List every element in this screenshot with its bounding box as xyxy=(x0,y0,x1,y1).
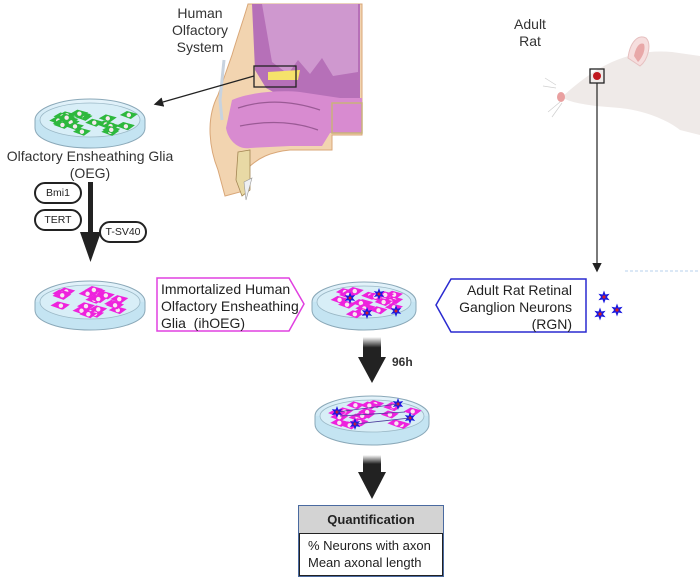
incubation-time-label: 96h xyxy=(392,355,413,369)
cell-nucleus xyxy=(383,292,388,298)
nose-to-oeg-arrow xyxy=(153,75,255,107)
cell-nucleus xyxy=(79,129,85,134)
analysis-arrow-head xyxy=(358,472,386,499)
cell-nucleus xyxy=(96,307,101,312)
final-petri-dish xyxy=(314,395,430,446)
label-line: Adult Rat Retinal xyxy=(466,282,572,298)
factor-tsv40-pill: T-SV40 xyxy=(99,221,147,243)
immortalization-arrow-head xyxy=(80,232,101,262)
cell-nucleus xyxy=(394,421,399,426)
cell-nucleus xyxy=(358,300,364,306)
title-line: Human xyxy=(177,5,223,21)
quantification-header: Quantification xyxy=(299,506,443,534)
cell-nucleus xyxy=(387,412,393,417)
cell-nucleus xyxy=(64,115,69,120)
metric-percent-neurons-with-axon: % Neurons with axon xyxy=(308,538,431,553)
cell-nucleus xyxy=(58,303,64,308)
incubation-arrow-shaft xyxy=(363,337,381,358)
axon-line xyxy=(354,417,411,425)
cell-nucleus xyxy=(117,296,122,302)
cell-nucleus xyxy=(60,293,65,298)
cell-nucleus xyxy=(60,122,65,128)
cell-nucleus xyxy=(337,297,342,303)
cell-nucleus xyxy=(126,112,132,118)
metric-mean-axonal-length: Mean axonal length xyxy=(308,555,422,570)
neuron-nucleus xyxy=(394,309,398,313)
label-line: Olfactory Ensheathing Glia xyxy=(6,148,174,164)
title-line: Adult xyxy=(514,16,546,32)
oeg-label: Olfactory Ensheathing Glia (OEG) xyxy=(0,148,180,182)
neuron-nucleus xyxy=(365,311,369,315)
label-line: Olfactory Ensheathing xyxy=(161,298,299,314)
immortalization-arrow-shaft xyxy=(88,182,93,232)
cell-nucleus xyxy=(376,308,381,313)
title-line: Olfactory xyxy=(171,22,228,38)
cell-nucleus xyxy=(352,312,358,317)
label-line: Immortalized Human xyxy=(161,281,291,297)
cell-nucleus xyxy=(367,403,372,408)
cell-nucleus xyxy=(83,303,89,309)
cell-nucleus xyxy=(352,288,357,294)
cell-nucleus xyxy=(85,291,90,296)
cell-nucleus xyxy=(112,303,118,308)
label-line: Ganglion Neurons xyxy=(459,299,572,315)
adult-rat-title: Adult Rat xyxy=(500,16,560,50)
rgn-label: Adult Rat Retinal Ganglion Neurons (RGN) xyxy=(452,282,572,333)
cell-nucleus xyxy=(410,409,415,414)
oeg-petri-dish xyxy=(34,98,146,149)
ihoeg-label: Immortalized Human Olfactory Ensheathing… xyxy=(161,281,301,332)
cell-nucleus xyxy=(86,312,91,317)
factor-tert-pill: TERT xyxy=(34,209,82,231)
ihoeg-petri-dish xyxy=(34,280,146,331)
axon-line xyxy=(336,403,399,413)
analysis-arrow-shaft xyxy=(363,455,381,473)
label-line: Glia (ihOEG) xyxy=(161,315,246,331)
neuron-nucleus xyxy=(598,312,602,316)
cell-nucleus xyxy=(103,293,109,298)
cell-nucleus xyxy=(91,287,97,293)
neuron-nucleus xyxy=(615,308,619,312)
neuron-nucleus xyxy=(602,295,606,299)
cell-nucleus xyxy=(77,111,82,116)
title-line: System xyxy=(176,39,224,55)
quantification-table: Quantification % Neurons with axon Mean … xyxy=(298,505,444,577)
cell-nucleus xyxy=(391,292,397,297)
axon-line xyxy=(339,411,406,417)
rat-eye xyxy=(593,72,601,80)
cell-nucleus xyxy=(109,127,114,133)
human-nasal-anatomy-illustration xyxy=(209,3,363,201)
factor-bmi1-pill: Bmi1 xyxy=(34,182,82,204)
cell-nucleus xyxy=(96,296,101,302)
cell-nucleus xyxy=(353,403,358,408)
cell-nucleus xyxy=(72,124,78,129)
cell-nucleus xyxy=(123,124,129,129)
cell-nucleus xyxy=(105,116,110,121)
quantification-body: % Neurons with axon Mean axonal length xyxy=(299,534,443,576)
title-line: Rat xyxy=(519,33,541,49)
coculture-petri-dish xyxy=(311,281,417,331)
cell-nucleus xyxy=(364,409,370,415)
ihoeg-label-frame xyxy=(156,277,305,332)
cell-nucleus xyxy=(381,299,386,305)
neuron-nucleus xyxy=(348,296,352,300)
cell-nucleus xyxy=(344,302,350,307)
neuron-nucleus xyxy=(377,292,381,296)
cell-nucleus xyxy=(92,120,97,125)
cell-nucleus xyxy=(337,420,342,426)
cell-nucleus xyxy=(79,308,84,313)
human-olfactory-system-title: Human Olfactory System xyxy=(150,5,250,56)
isolated-neurons-group xyxy=(594,290,623,321)
label-line: (OEG) xyxy=(69,165,111,181)
incubation-arrow-head xyxy=(358,357,386,383)
adult-rat-illustration xyxy=(542,36,700,135)
label-line: (RGN) xyxy=(531,316,572,332)
rgn-label-frame xyxy=(435,278,587,333)
